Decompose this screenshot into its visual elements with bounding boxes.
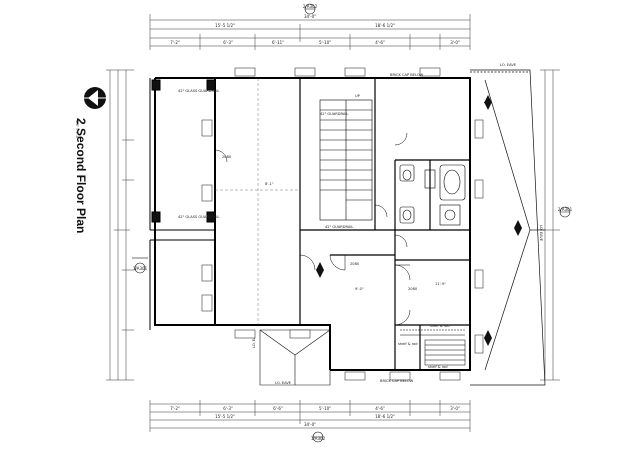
bottom-seg-2: 6'-3" [223, 406, 233, 411]
guardrail-note-2: 42" GLASS GUARDRAIL [178, 215, 219, 219]
window-tags [201, 67, 484, 381]
left-dimension-strings [106, 69, 134, 381]
top-dimension-strings [149, 14, 471, 50]
section-marker-bottom-label: 1/A302 [311, 436, 326, 441]
door-note-2: 2080 [350, 262, 360, 266]
top-right-dim: 18'-6 1/2" [375, 23, 395, 28]
section-marker-right: 2/A301 [558, 206, 573, 218]
drawing-title-name: Second Floor Plan [74, 128, 88, 234]
brick-cap-note-top: BRICK CAP BELOW [390, 73, 424, 77]
section-marker-right-label: 2/A301 [558, 207, 573, 212]
bottom-seg-6: 3'-0" [450, 406, 460, 411]
guardrail-note-1: 42" GLASS GUARDRAIL [178, 89, 219, 93]
bottom-left-dim: 15'-5 1/2" [215, 414, 235, 419]
top-overall-dim: 34'-0" [304, 14, 316, 19]
bottom-overall-dim: 34'-0" [304, 422, 316, 427]
bottom-seg-4: 5'-10" [319, 406, 331, 411]
drawing-scale: 1/4" = 1'-0" [75, 120, 80, 140]
guardrail-note-3: 42" GUARDRAIL [320, 112, 348, 116]
bottom-right-dim: 18'-6 1/2" [375, 414, 395, 419]
room-height-3: 9'-0" [355, 287, 364, 291]
bottom-seg-5: 4'-6" [375, 406, 385, 411]
bottom-seg-1: 7'-2" [170, 406, 180, 411]
arrow-symbols [316, 95, 522, 346]
top-seg-4: 5'-10" [319, 40, 331, 45]
shelf-note-1: shelf & rod [430, 324, 450, 328]
section-marker-top-label: 2/A302 [303, 4, 318, 9]
room-height-2: 11'-9" [435, 282, 446, 286]
ridge-lines [215, 78, 300, 325]
guardrail-note-4: 42" GUARDRAIL [325, 225, 353, 229]
right-dimension-strings [540, 69, 560, 381]
brick-cap-note-bottom: BRICK CAP BELOW [380, 379, 414, 383]
top-seg-1: 7'-2" [170, 40, 180, 45]
bath-fixtures [399, 164, 466, 226]
section-marker-bottom: 1/A302 [311, 431, 326, 443]
bottom-dimension-strings [149, 400, 471, 432]
eave-note-top: LO. EAVE [500, 63, 517, 67]
top-left-dim: 15'-5 1/2" [215, 23, 235, 28]
eave-note-left: LO. EAVE [252, 331, 256, 348]
top-seg-5: 4'-6" [375, 40, 385, 45]
section-marker-left: 1/A301 [132, 257, 148, 274]
shelf-note-2: shelf & rod [428, 365, 448, 369]
door-swings [214, 132, 411, 326]
bottom-seg-3: 6'-6" [273, 406, 283, 411]
shelf-note-3: shelf & rod [398, 342, 418, 346]
closet-shelving [400, 329, 466, 366]
stair [319, 99, 373, 221]
interior-walls [299, 78, 470, 370]
eave-note-right: LO. EAVE [539, 225, 543, 242]
room-height-1: 8'-1" [265, 182, 274, 186]
stair-label: UP [355, 94, 361, 98]
exterior-walls [154, 77, 471, 371]
eave-note-bottom: LO. EAVE [275, 381, 292, 385]
section-marker-left-label: 1/A301 [133, 266, 148, 271]
title-badge-icon [84, 87, 106, 109]
deck-rails [149, 78, 216, 330]
door-note-3: 2080 [408, 287, 418, 291]
top-seg-6: 3'-0" [450, 40, 460, 45]
door-note-1: 2080 [222, 155, 232, 159]
roof-outline [470, 69, 546, 386]
top-seg-3: 6'-11" [272, 40, 284, 45]
section-marker-top: 2/A302 [303, 3, 318, 15]
top-seg-2: 6'-3" [223, 40, 233, 45]
